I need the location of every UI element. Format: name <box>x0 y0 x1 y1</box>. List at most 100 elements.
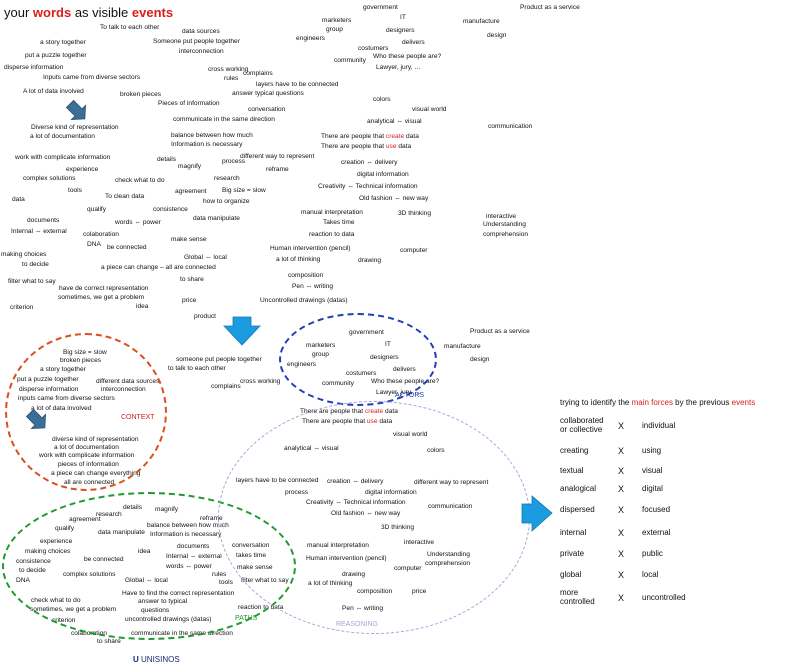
diagonal-arrow-context-icon <box>25 408 47 430</box>
word-item: manufacture <box>444 343 481 350</box>
versus-mark: X <box>617 549 624 559</box>
word-item: comprehension <box>483 231 529 238</box>
force-left: private <box>560 549 585 558</box>
word-item: Understanding <box>483 221 526 228</box>
word-item: colaboration <box>83 231 119 238</box>
word-item: Information is necessary <box>171 141 243 148</box>
word-item: A lot of data involved <box>23 88 84 95</box>
word-item: interconnection <box>179 48 224 55</box>
force-left: analogical <box>560 484 597 493</box>
word-item: to talk to each other <box>168 365 226 372</box>
force-right: visual <box>642 466 663 475</box>
force-left: collaborated or collective <box>560 416 604 434</box>
word-item: check what to do <box>115 177 165 184</box>
word-item: Pieces of information <box>158 100 220 107</box>
word-item: make sense <box>171 236 207 243</box>
word-item: composition <box>288 272 324 279</box>
word-item: put a puzzle together <box>25 52 87 59</box>
word-item: qualify <box>87 206 107 213</box>
word-item: Diverse kind of representation <box>31 124 119 131</box>
word-item: complex solutions <box>23 175 76 182</box>
right-arrow-icon <box>521 495 553 532</box>
word-item: creation ⇔ delivery <box>341 159 398 166</box>
force-right: digital <box>642 484 663 493</box>
force-left: more controlled <box>560 588 595 606</box>
word-item: details <box>157 156 177 163</box>
word-item: drawing <box>358 257 382 264</box>
word-item: agreement <box>175 188 207 195</box>
word-item: There are people that create data <box>321 133 419 140</box>
word-item: Human intervention (pencil) <box>270 245 351 252</box>
word-item: communicate in the same direction <box>173 116 275 123</box>
word-item: process <box>222 158 246 165</box>
force-right: local <box>642 570 659 579</box>
actors-label: ACTORS <box>395 392 425 399</box>
word-item: data sources <box>182 28 220 35</box>
word-item: sometimes, we get a problem <box>58 294 145 301</box>
word-item: have de correct representation <box>59 285 149 292</box>
word-item: work with complicate information <box>15 154 111 161</box>
word-item: community <box>334 57 366 64</box>
word-item: broken pieces <box>120 91 162 98</box>
word-item: Who these people are? <box>373 53 442 60</box>
word-item: filter what to say <box>8 278 56 285</box>
word-item: rules <box>224 75 239 82</box>
unisinos-logo: U UNISINOS <box>133 655 180 664</box>
word-item: Old fashion ⇔ new way <box>359 195 429 202</box>
word-item: Inputs came from diverse sectors <box>43 74 141 81</box>
word-item: a piece can change – all are connected <box>101 264 216 271</box>
word-item: a story together <box>40 39 86 46</box>
versus-mark: X <box>617 446 624 456</box>
word-item: costumers <box>358 45 389 52</box>
word-item: consistence <box>153 206 188 213</box>
force-right: using <box>642 446 662 455</box>
word-item: words ⇔ power <box>115 219 161 226</box>
word-item: design <box>487 32 507 39</box>
diagonal-arrow-top-icon <box>65 99 87 121</box>
word-item: complains <box>211 383 241 390</box>
force-left: textual <box>560 466 584 475</box>
context-label: CONTEXT <box>121 414 155 421</box>
word-item: reaction to data <box>309 231 355 238</box>
word-item: engineers <box>296 35 325 42</box>
word-item: layers have to be connected <box>256 81 339 88</box>
word-item: Product as a service <box>470 328 530 335</box>
word-item: computer <box>400 247 428 254</box>
word-item: making choices <box>1 251 47 258</box>
versus-mark: X <box>617 466 624 476</box>
paths-label: PATHS <box>235 615 258 622</box>
word-item: criterion <box>10 304 34 311</box>
word-item: a lot of thinking <box>276 256 321 263</box>
force-right: individual <box>642 421 676 430</box>
force-right: public <box>642 549 663 558</box>
word-item: delivers <box>402 39 425 46</box>
word-item: documents <box>27 217 60 224</box>
versus-mark: X <box>617 570 624 580</box>
word-item: how to organize <box>203 198 250 205</box>
word-item: product <box>194 313 216 320</box>
word-item: IT <box>400 14 406 21</box>
word-item: analytical ⇔ visual <box>367 118 422 125</box>
word-item: Pen ⇔ writing <box>292 283 334 290</box>
word-item: cross working <box>208 66 249 73</box>
word-item: complains <box>243 70 273 77</box>
word-item: data <box>12 196 25 203</box>
versus-mark: X <box>617 421 624 431</box>
context-ellipse <box>5 333 167 491</box>
word-item: to share <box>97 638 121 645</box>
word-item: Big size = slow <box>222 187 266 194</box>
word-item: digital information <box>357 171 409 178</box>
word-item: data manipulate <box>193 215 240 222</box>
word-item: price <box>182 297 197 304</box>
word-item: colors <box>373 96 391 103</box>
word-item: design <box>470 356 490 363</box>
word-item: be connected <box>107 244 147 251</box>
word-item: research <box>214 175 240 182</box>
forces-heading: trying to identify the main forces by th… <box>560 398 756 407</box>
word-item: designers <box>386 27 415 34</box>
word-item: To talk to each other <box>100 24 160 31</box>
